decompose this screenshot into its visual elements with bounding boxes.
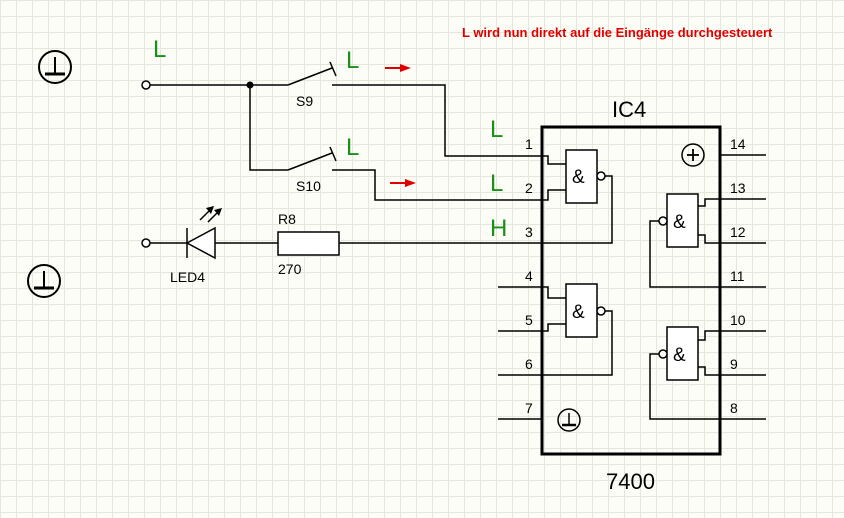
ground-icon: [27, 264, 61, 298]
pin-number: 14: [730, 136, 746, 152]
ic-right-pins: [720, 154, 766, 420]
pin-number: 3: [525, 224, 533, 240]
level-input: L: [153, 36, 166, 63]
pin-number: 13: [730, 180, 746, 196]
pin-number: 2: [525, 180, 533, 196]
resistor-r8: [277, 231, 542, 256]
pin-number: 1: [525, 136, 533, 152]
nand-gate-a: [542, 149, 613, 244]
ground-icon: [557, 408, 581, 432]
gate-b-symbol: &: [572, 302, 585, 323]
level-s9: L: [346, 47, 359, 74]
gate-a-symbol: &: [572, 167, 585, 188]
ic-body: [540, 125, 722, 456]
explanation-note: L wird nun direkt auf die Eingänge durch…: [462, 25, 773, 40]
pin-number: 8: [730, 400, 738, 416]
gate-c-symbol: &: [673, 212, 686, 233]
gate-d-symbol: &: [673, 345, 686, 366]
ic-left-pins: [498, 286, 542, 420]
pin-number: 6: [525, 356, 533, 372]
switch-s10: [287, 146, 542, 201]
resistor-r8-label: R8: [278, 211, 296, 227]
led4-label: LED4: [170, 269, 205, 285]
signal-flow-arrow-icon: [390, 179, 416, 187]
level-pin3: H: [490, 215, 507, 242]
ic-name: IC4: [612, 97, 646, 122]
pin-number: 12: [730, 224, 746, 240]
pin-number: 10: [730, 312, 746, 328]
ground-icon: [38, 50, 72, 84]
pin-number: 5: [525, 312, 533, 328]
ic-part-number: 7400: [606, 469, 655, 494]
level-s10: L: [346, 134, 359, 161]
pin-number: 7: [525, 400, 533, 416]
resistor-r8-value: 270: [278, 261, 302, 277]
pin-number: 9: [730, 356, 738, 372]
pin-number: 11: [730, 268, 745, 284]
switch-s10-label: S10: [296, 178, 321, 194]
switch-s9-label: S9: [296, 93, 313, 109]
vcc-plus-icon: [681, 143, 705, 167]
level-pin2: L: [490, 170, 503, 197]
nand-gate-c: [649, 193, 720, 288]
input-wiring: [141, 80, 288, 171]
level-pin1: L: [490, 116, 503, 143]
led4: [141, 226, 278, 260]
led-light-arrows-icon: [199, 206, 222, 223]
switch-s9: [287, 61, 542, 157]
nand-gate-d: [649, 326, 720, 420]
nand-gate-b: [542, 283, 613, 376]
pin-number: 4: [525, 268, 533, 284]
signal-flow-arrow-icon: [385, 64, 411, 72]
